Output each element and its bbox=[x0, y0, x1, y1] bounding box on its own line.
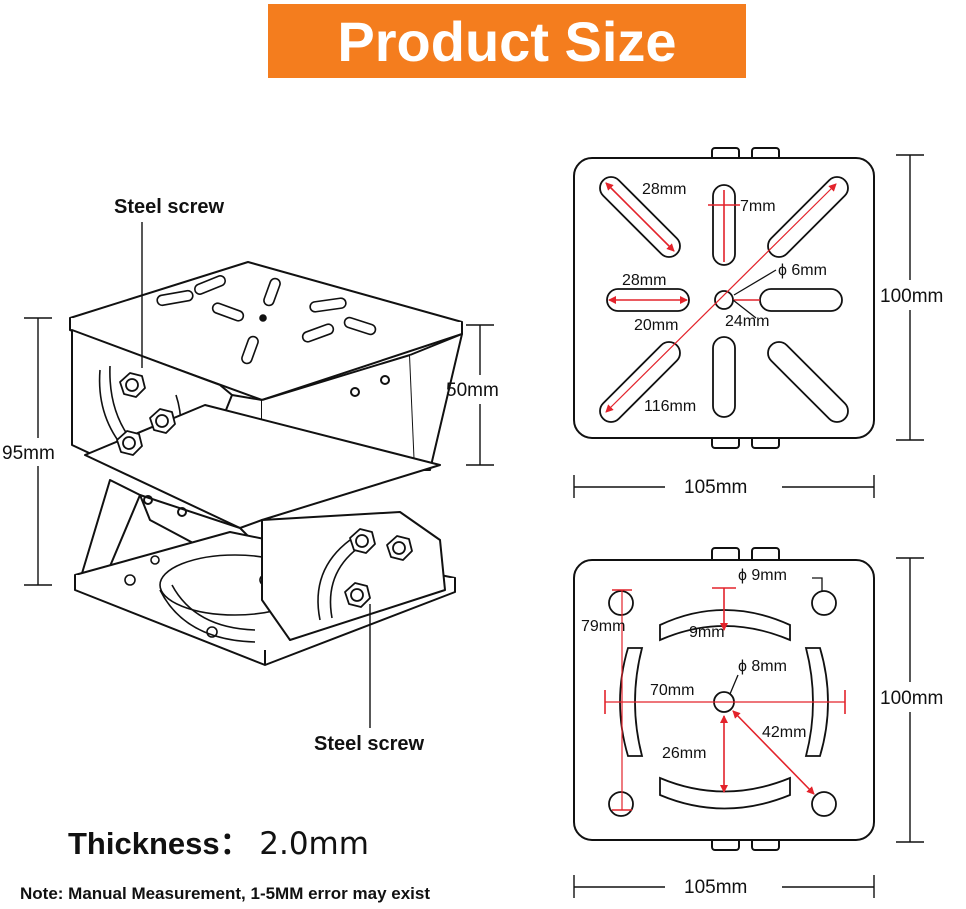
top-slot-diagonal-length: 28mm bbox=[642, 181, 687, 198]
bottom-arc-offset: 26mm bbox=[662, 745, 707, 762]
steel-screw-label-top: Steel screw bbox=[114, 196, 225, 218]
bottom-horizontal-span: 70mm bbox=[650, 682, 695, 699]
thickness-label: Thickness： bbox=[68, 826, 251, 861]
page-title: Product Size bbox=[337, 9, 677, 73]
screw-group-upper bbox=[116, 372, 176, 456]
top-center-hole: ϕ 6mm bbox=[778, 262, 827, 279]
thickness-value: 2.0mm bbox=[259, 826, 369, 862]
top-diagonal: 116mm bbox=[644, 398, 697, 415]
thickness-spec: Thickness： 2.0mm bbox=[68, 818, 369, 863]
dim-height-upper: 50mm bbox=[446, 380, 499, 401]
top-plate-height: 100mm bbox=[880, 286, 944, 307]
measurement-note: Note: Manual Measurement, 1-5MM error ma… bbox=[20, 884, 431, 903]
top-plate-width: 105mm bbox=[684, 477, 748, 498]
bottom-corner-hole: ϕ 9mm bbox=[738, 567, 787, 584]
bottom-corner-distance: 42mm bbox=[762, 724, 807, 741]
screw-group-lower bbox=[344, 528, 413, 608]
top-offset-right: 24mm bbox=[725, 313, 770, 330]
bracket-drawing bbox=[69, 261, 463, 666]
top-slot-horizontal-length: 28mm bbox=[622, 272, 667, 289]
steel-screw-label-bottom: Steel screw bbox=[314, 733, 425, 755]
title-banner: Product Size bbox=[268, 4, 746, 78]
bottom-plate-height: 100mm bbox=[880, 688, 944, 709]
bottom-plate-width: 105mm bbox=[684, 877, 748, 898]
top-slot-width: 7mm bbox=[740, 198, 776, 215]
bottom-arc-width: 9mm bbox=[689, 624, 725, 641]
dim-height-total: 95mm bbox=[2, 443, 55, 464]
top-offset-left: 20mm bbox=[634, 317, 679, 334]
bottom-center-hole: ϕ 8mm bbox=[738, 658, 787, 675]
bottom-vertical-span: 79mm bbox=[581, 618, 626, 635]
